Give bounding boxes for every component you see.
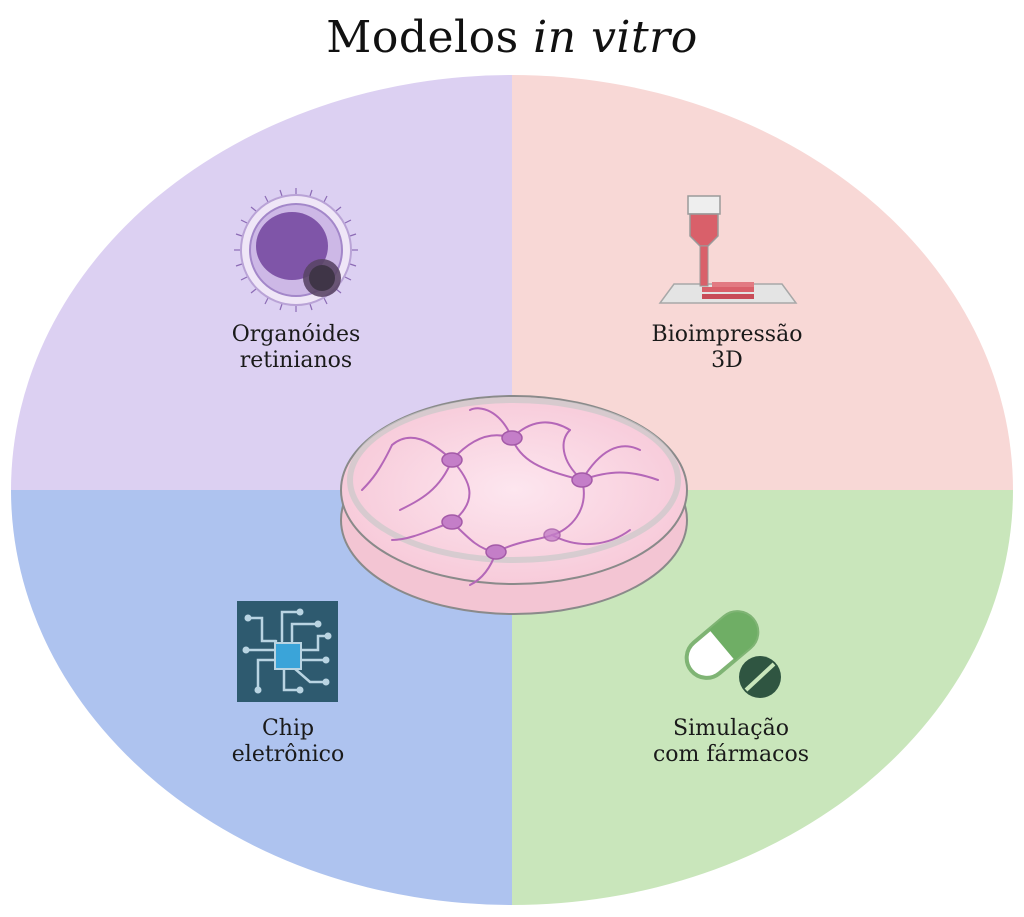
diagram-title: Modelos in vitro [0,12,1024,63]
pill-capsule-icon [684,610,781,698]
label-organoids-line2: retinianos [239,348,353,373]
label-drugs-line2: com fármacos [652,742,810,767]
label-chip-line1: Chip [261,716,315,741]
label-organoids: Organóides retinianos [196,322,396,374]
label-chip-line2: eletrônico [231,742,345,767]
bioprinter-icon [658,195,798,304]
label-bioprint: Bioimpressão 3D [617,322,837,374]
petri-dish-neurons-icon [340,395,688,615]
title-emphasis: in vitro [533,12,698,63]
label-bioprint-line2: 3D [711,348,743,373]
label-bioprint-line1: Bioimpressão [651,322,803,347]
label-organoids-line1: Organóides [231,322,361,347]
label-drugs-line1: Simulação [673,716,789,741]
title-main: Modelos [326,12,519,63]
label-drugs: Simulação com fármacos [621,716,841,768]
retinal-organoid-icon [234,188,358,312]
label-chip: Chip eletrônico [188,716,388,768]
electronic-chip-icon [237,601,338,702]
